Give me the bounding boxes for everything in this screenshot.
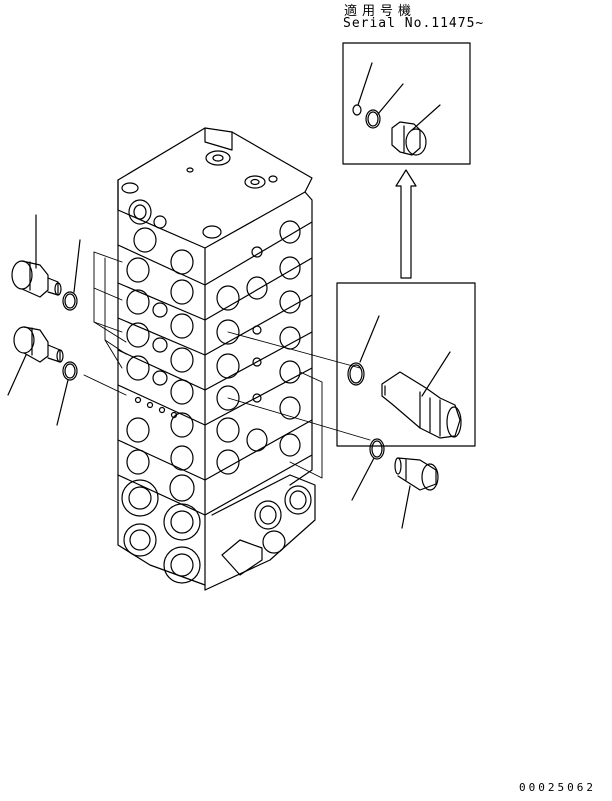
leader-line: [377, 83, 404, 115]
leader-line: [73, 239, 81, 293]
leader-line: [359, 315, 380, 363]
detail-box-serial: [342, 42, 471, 165]
detail-box-current: [336, 282, 476, 447]
o-ring-lower-left: [62, 361, 78, 381]
leader-line: [7, 354, 27, 396]
relief-valve-lower-left: [13, 326, 64, 363]
relief-valve-right: [394, 457, 439, 491]
installation-bracket-left: [83, 251, 127, 396]
document-code: 00025062: [519, 781, 596, 794]
control-valve-block: [117, 127, 316, 591]
leader-line: [56, 379, 69, 426]
arrow-up-icon: [395, 169, 417, 279]
applicability-label: 適用号機: [344, 4, 417, 19]
installation-bracket-right: [227, 331, 371, 479]
o-ring-right: [369, 438, 385, 460]
leader-line: [351, 457, 375, 501]
leader-line: [411, 104, 441, 131]
relief-valve-upper-left: [11, 260, 62, 298]
serial-number-label: Serial No.11475~: [343, 16, 485, 31]
leader-line: [357, 62, 373, 106]
leader-line: [401, 485, 411, 529]
o-ring-upper-left: [62, 291, 78, 311]
leader-line: [421, 351, 451, 397]
